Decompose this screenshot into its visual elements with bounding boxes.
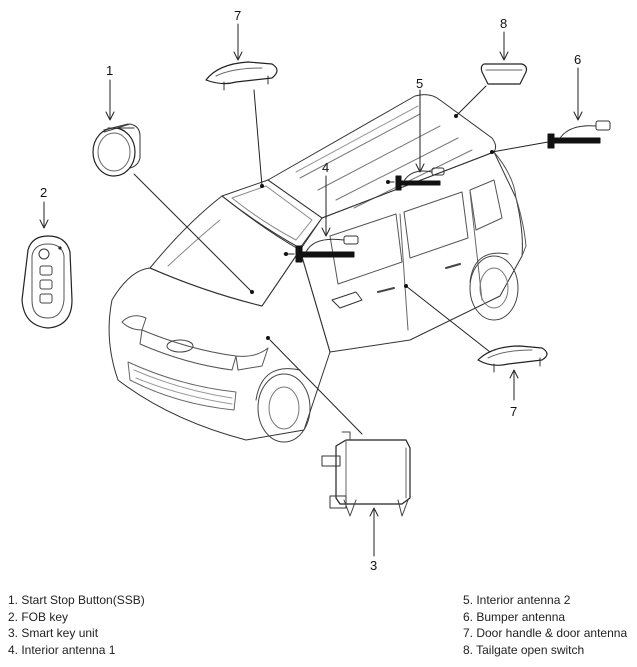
callout-7-bottom: 7 <box>510 404 517 419</box>
smart-key-unit-drawing <box>321 431 411 517</box>
legend-item-bumper-antenna: 6. Bumper antenna <box>463 609 566 624</box>
bumper-antenna-drawing <box>547 120 611 149</box>
legend-item-tailgate-switch: 8. Tailgate open switch <box>463 642 585 657</box>
legend-left: 1. Start Stop Button(SSB) 2. FOB key 3. … <box>8 592 145 658</box>
legend-item-door-handle-antenna: 7. Door handle & door antenna <box>463 626 628 640</box>
callout-7-top: 7 <box>234 8 241 23</box>
legend-item-interior-antenna-1: 4. Interior antenna 1 <box>8 642 116 657</box>
interior-antenna-1-drawing <box>295 235 359 263</box>
fob-key-drawing <box>21 235 73 329</box>
callout-3: 3 <box>370 558 377 573</box>
interior-antenna-2-drawing <box>395 167 445 191</box>
callout-2: 2 <box>40 185 47 200</box>
callout-1: 1 <box>106 63 113 78</box>
legend-item-start-stop-button: 1. Start Stop Button(SSB) <box>8 593 145 607</box>
start-stop-button-drawing <box>92 123 141 177</box>
car-illustration <box>108 94 527 443</box>
legend-item-interior-antenna-2: 5. Interior antenna 2 <box>463 593 571 607</box>
callout-8: 8 <box>500 16 507 31</box>
callout-4: 4 <box>322 160 329 175</box>
door-handle-top-drawing <box>205 61 278 91</box>
location-dots <box>250 114 494 340</box>
legend-right: 5. Interior antenna 2 6. Bumper antenna … <box>463 592 627 658</box>
callout-6: 6 <box>574 52 581 67</box>
door-handle-bottom-drawing <box>477 345 548 373</box>
component-location-diagram: 1 2 3 4 5 6 7 7 8 <box>21 8 611 573</box>
tailgate-switch-drawing <box>480 63 528 85</box>
callout-5: 5 <box>416 76 423 91</box>
callout-numbers: 1 2 3 4 5 6 7 7 8 <box>40 8 581 573</box>
leader-lines <box>39 23 583 557</box>
legend-item-fob-key: 2. FOB key <box>8 609 69 624</box>
legend-item-smart-key-unit: 3. Smart key unit <box>8 626 99 640</box>
